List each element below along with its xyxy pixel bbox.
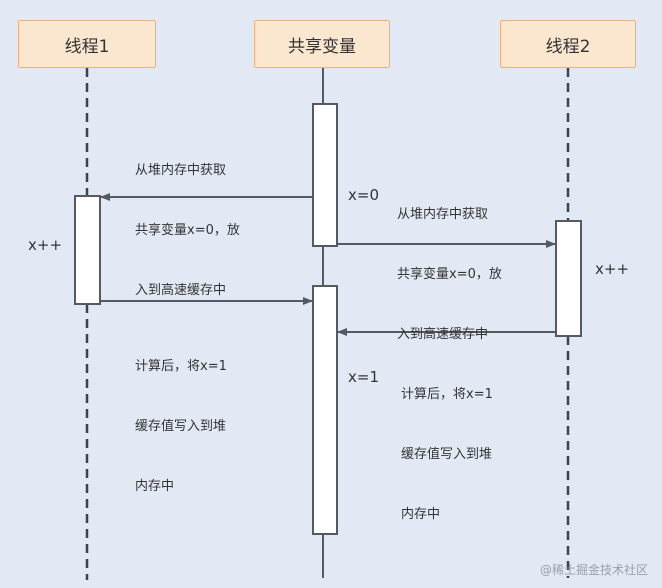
label-line: 内存中 [135, 479, 175, 494]
thread2-operation: x++ [595, 260, 630, 278]
shared-final-value: x=1 [348, 368, 379, 386]
label-line: 计算后，将x=1 [401, 387, 493, 402]
activation-shared-read [312, 103, 338, 247]
lifeline-title-shared-variable: 共享变量 [288, 36, 356, 57]
label-line: 从堆内存中获取 [397, 207, 489, 222]
label-line: 计算后，将x=1 [135, 359, 227, 374]
lifeline-header-thread2: 线程2 [500, 20, 636, 68]
lifeline-title-thread1: 线程1 [64, 36, 110, 57]
label-line: 缓存值写入到堆 [135, 419, 227, 434]
lifeline-title-thread2: 线程2 [545, 36, 591, 57]
message-label-thread2-to-shared: 计算后，将x=1 缓存值写入到堆 内存中 [401, 345, 493, 545]
lifeline-header-shared-variable: 共享变量 [254, 20, 390, 68]
label-line: 从堆内存中获取 [135, 163, 227, 178]
label-line: 入到高速缓存中 [135, 283, 227, 298]
thread1-operation: x++ [28, 236, 63, 254]
message-label-thread1-to-shared: 计算后，将x=1 缓存值写入到堆 内存中 [135, 317, 227, 517]
activation-thread2 [555, 220, 582, 337]
activation-thread1 [74, 195, 101, 305]
label-line: 内存中 [401, 507, 441, 522]
label-line: 缓存值写入到堆 [401, 447, 493, 462]
lifeline-header-thread1: 线程1 [18, 20, 156, 68]
message-label-shared-to-thread2: 从堆内存中获取 共享变量x=0，放 入到高速缓存中 [397, 165, 502, 365]
label-line: 共享变量x=0，放 [135, 223, 240, 238]
message-label-shared-to-thread1: 从堆内存中获取 共享变量x=0，放 入到高速缓存中 [135, 121, 240, 321]
label-line: 入到高速缓存中 [397, 327, 489, 342]
label-line: 共享变量x=0，放 [397, 267, 502, 282]
shared-initial-value: x=0 [348, 186, 379, 204]
watermark: @稀土掘金技术社区 [539, 563, 648, 577]
activation-shared-write [312, 285, 338, 535]
